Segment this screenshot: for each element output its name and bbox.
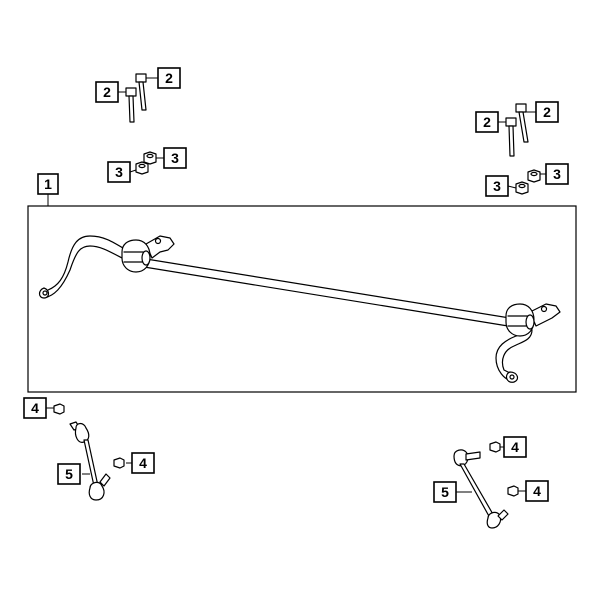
left-stabilizer-link [69, 421, 111, 501]
callout-4-label: 4 [533, 483, 541, 499]
stabilizer-bar [38, 235, 533, 383]
callout-5-left: 5 [57, 463, 81, 485]
callout-3-right-b: 3 [545, 163, 569, 185]
bolt-left-1 [125, 87, 137, 123]
callout-4-left-b: 4 [131, 452, 155, 474]
nut-4-left-top [53, 403, 65, 415]
callout-1-label: 1 [44, 176, 52, 192]
nut-left-1 [135, 161, 149, 175]
callout-3-label: 3 [171, 150, 179, 166]
callout-4-right-b: 4 [525, 480, 549, 502]
bolt-right-1 [505, 117, 517, 157]
callout-2-label: 2 [165, 70, 173, 86]
callout-3-label: 3 [493, 178, 501, 194]
right-bushing-clamp [505, 303, 561, 337]
left-bushing-clamp [121, 235, 175, 273]
right-stabilizer-link [453, 449, 509, 529]
callout-5-label: 5 [441, 484, 449, 500]
callout-2-right-b: 2 [535, 101, 559, 123]
nut-4-left-mid [113, 457, 125, 469]
callout-2-label: 2 [483, 114, 491, 130]
callout-2-left-b: 2 [157, 67, 181, 89]
callout-2-left-a: 2 [95, 81, 119, 103]
callout-3-label: 3 [115, 164, 123, 180]
callout-4-right-a: 4 [503, 436, 527, 458]
nut-4-right-mid [507, 485, 519, 497]
callout-1: 1 [37, 173, 59, 195]
callout-5-label: 5 [65, 466, 73, 482]
leader-lines [46, 77, 546, 493]
callout-3-right-a: 3 [485, 175, 509, 197]
callout-3-left-b: 3 [163, 147, 187, 169]
callout-2-label: 2 [103, 84, 111, 100]
callout-4-label: 4 [139, 455, 147, 471]
nut-right-2 [527, 169, 541, 183]
callout-2-label: 2 [543, 104, 551, 120]
nut-4-right-top [489, 441, 501, 453]
callout-3-left-a: 3 [107, 161, 131, 183]
bolt-right-2 [515, 103, 529, 143]
callout-4-label: 4 [511, 439, 519, 455]
nut-right-1 [515, 181, 529, 195]
callout-2-right-a: 2 [475, 111, 499, 133]
callout-4-label: 4 [31, 400, 39, 416]
nut-left-2 [143, 151, 157, 165]
callout-4-left-a: 4 [23, 397, 47, 419]
stabilizer-bar-frame [27, 205, 577, 393]
bolt-left-2 [135, 73, 147, 111]
callout-3-label: 3 [553, 166, 561, 182]
callout-5-right: 5 [433, 481, 457, 503]
